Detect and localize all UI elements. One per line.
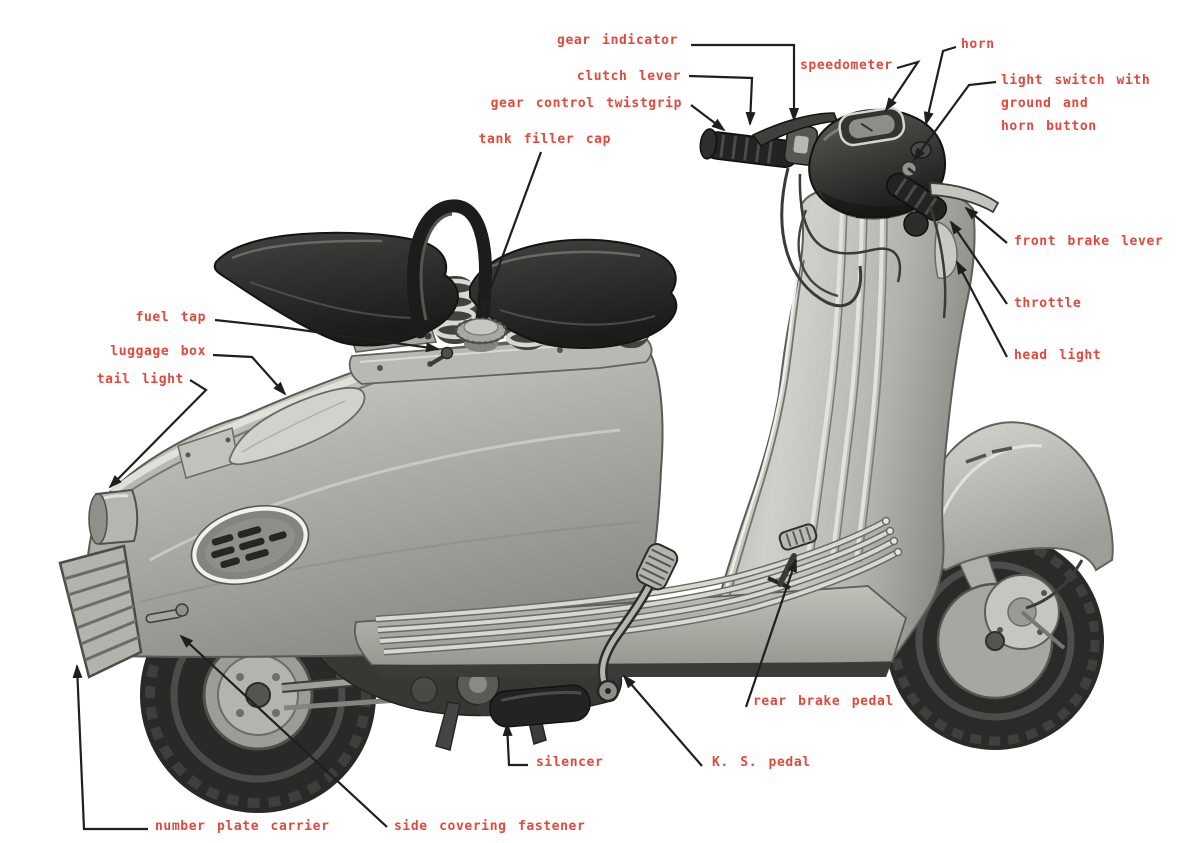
leader-throttle: [949, 220, 1008, 305]
seat-grab-loop: [407, 199, 492, 339]
tail-light: [88, 488, 139, 546]
handlebar: [699, 106, 1000, 319]
leader-luggage-box: [212, 353, 287, 396]
leader-number-plate-carrier: [72, 664, 148, 831]
leader-light-switch: [912, 80, 997, 162]
speedometer: [838, 106, 906, 147]
leader-gear-control-twistgrip: [690, 104, 726, 132]
leader-clutch-lever: [688, 74, 756, 126]
leader-horn: [923, 45, 957, 126]
leader-silencer: [502, 722, 528, 767]
leader-side-covering-fastener: [179, 634, 388, 828]
side-cover-fastener: [145, 603, 189, 624]
tank-filler-cap: [454, 317, 508, 352]
fuel-tap: [429, 346, 454, 366]
floorboard: [354, 516, 908, 677]
control-cables: [780, 167, 947, 319]
leader-speedometer: [884, 60, 921, 112]
rear-brake-pedal: [767, 523, 818, 590]
leader-gear-indicator: [691, 43, 799, 122]
front-fender: [919, 421, 1114, 572]
silencer: [477, 684, 591, 728]
leader-fuel-tap: [214, 318, 440, 353]
number-plate-carrier: [58, 544, 143, 679]
left-grip-gear-twistgrip: [699, 128, 799, 169]
leader-tail-light: [108, 379, 208, 489]
leader-lines: [72, 43, 1008, 831]
leader-ks-pedal: [622, 674, 703, 767]
leader-rear-brake-pedal: [744, 558, 798, 708]
leader-tank-filler-cap: [480, 151, 543, 314]
head-light: [934, 221, 958, 280]
leader-head-light: [956, 260, 1008, 358]
front-brake-lever: [929, 182, 1000, 214]
rear-saddle: [469, 238, 678, 349]
front-saddle: [213, 231, 459, 347]
scooter-illustration: [58, 106, 1114, 813]
vent-grille: [190, 505, 310, 585]
kick-start-pedal: [596, 543, 679, 703]
luggage-box: [177, 386, 366, 479]
leader-front-brake-lever: [964, 206, 1008, 244]
